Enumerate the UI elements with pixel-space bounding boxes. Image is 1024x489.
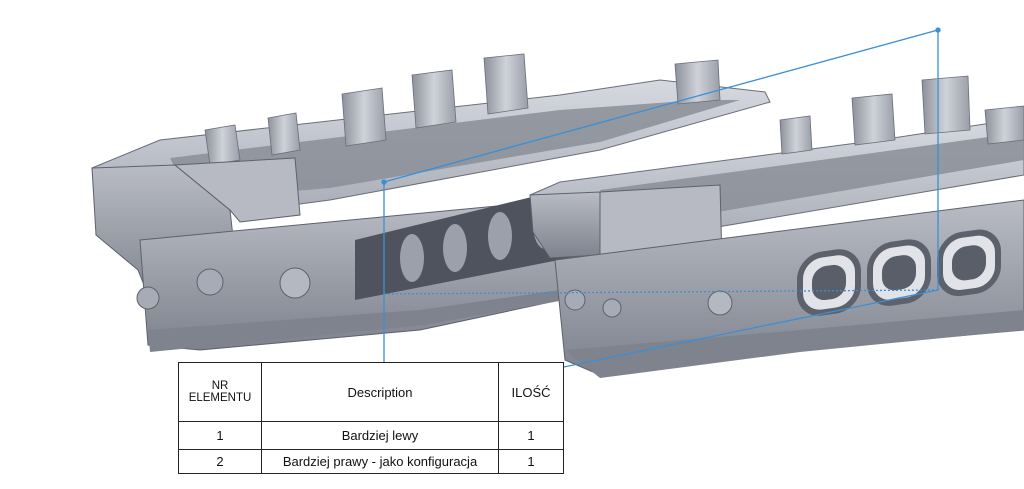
- header-item-number-line2: ELEMENTU: [188, 392, 252, 404]
- cell-description: Bardziej lewy: [261, 421, 499, 450]
- cell-item-number: 1: [178, 421, 262, 450]
- header-item-number: NR ELEMENTU: [178, 362, 262, 422]
- table-header-row: NR ELEMENTU Description ILOŚĆ: [178, 362, 564, 422]
- table-row[interactable]: 1 Bardziej lewy 1: [178, 421, 564, 450]
- cell-description: Bardziej prawy - jako konfiguracja: [261, 449, 499, 474]
- cell-quantity: 1: [498, 421, 564, 450]
- header-item-number-line1: NR: [211, 380, 229, 392]
- cell-quantity: 1: [498, 449, 564, 474]
- table-row[interactable]: 2 Bardziej prawy - jako konfiguracja 1: [178, 449, 564, 474]
- cell-item-number: 2: [178, 449, 262, 474]
- bill-of-materials-table: NR ELEMENTU Description ILOŚĆ 1 Bardziej…: [178, 362, 564, 474]
- header-quantity: ILOŚĆ: [498, 362, 564, 422]
- header-description: Description: [261, 362, 499, 422]
- cylinder-head-left[interactable]: [91, 53, 771, 352]
